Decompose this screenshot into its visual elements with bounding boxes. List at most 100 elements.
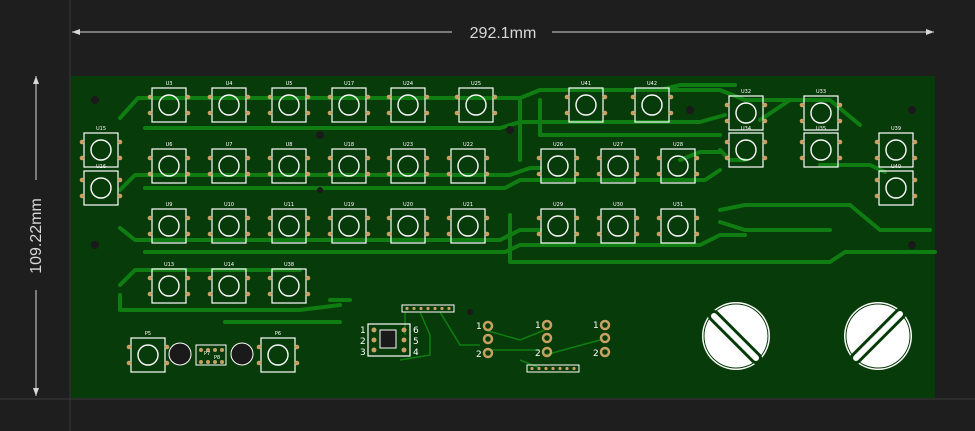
jumper-2-pin-1: 1 [535, 321, 541, 331]
switch-u8: U8 [267, 142, 311, 184]
switch-label: U19 [344, 202, 354, 208]
switch-u33: U33 [799, 89, 843, 131]
header-p7-p8: P7 P8 [195, 344, 227, 366]
dip-pin-3: 3 [360, 348, 366, 358]
switch-u40: U40 [874, 164, 918, 206]
switch-u22: U22 [446, 142, 490, 184]
pin-header-bottom [526, 364, 580, 373]
switch-u32: U32 [724, 89, 768, 131]
jumper-3-pin-2: 2 [593, 349, 599, 359]
switch-u17: U17 [327, 81, 371, 123]
jumper-1: 1 2 [476, 320, 494, 360]
switch-u23: U23 [386, 142, 430, 184]
switch-u6: U6 [147, 142, 191, 184]
mounting-circles [168, 342, 254, 366]
dip-pin-6: 6 [413, 326, 419, 336]
switch-u20: U20 [386, 202, 430, 244]
switch-u15: U15 [79, 126, 123, 168]
pin-header-top [401, 304, 455, 313]
switch-label: U27 [613, 142, 623, 148]
switch-u3: U3 [147, 81, 191, 123]
jumper-1-pin-1: 1 [476, 322, 482, 332]
switch-label: U30 [613, 202, 623, 208]
jumper-2: 1 2 [535, 319, 553, 359]
switch-label: U29 [553, 202, 563, 208]
switch-label: U40 [891, 164, 901, 170]
switch-u30: U30 [596, 202, 640, 244]
switch-label: U41 [581, 81, 591, 87]
switch-label: U34 [741, 126, 751, 132]
switch-u19: U19 [327, 202, 371, 244]
width-dimension: 292.1mm [72, 22, 934, 42]
switch-u35: U35 [799, 126, 843, 168]
switch-u25: U25 [454, 81, 498, 123]
jumper-3-pin-1: 1 [593, 321, 599, 331]
switch-p6: P6 [256, 331, 300, 373]
switch-u11: U11 [267, 202, 311, 244]
switch-u7: U7 [207, 142, 251, 184]
switch-u34: U34 [724, 126, 768, 168]
switch-label: U24 [403, 81, 413, 87]
switch-label: U22 [463, 142, 473, 148]
dip-block: 1 2 3 6 5 4 [360, 323, 419, 358]
switch-u13: U13 [147, 262, 191, 304]
switch-label: U11 [284, 202, 294, 208]
jumper-3: 1 2 [593, 319, 611, 359]
switch-u42: U42 [630, 81, 674, 123]
switch-u10: U10 [207, 202, 251, 244]
dip-pin-5: 5 [413, 337, 419, 347]
potentiometer-right [844, 302, 912, 370]
switch-u21: U21 [446, 202, 490, 244]
switch-p5: P5 [126, 331, 170, 373]
switch-label: U26 [553, 142, 563, 148]
switch-label: U35 [816, 126, 826, 132]
label-p8: P8 [214, 355, 220, 361]
dip-pin-4: 4 [413, 348, 419, 358]
jumper-2-pin-2: 2 [535, 349, 541, 359]
switch-label: U21 [463, 202, 473, 208]
switch-label: U28 [673, 142, 683, 148]
label-p7: P7 [204, 351, 210, 357]
switch-u28: U28 [656, 142, 700, 184]
switch-label: U33 [816, 89, 826, 95]
switch-label: U16 [96, 164, 106, 170]
switch-label: U25 [471, 81, 481, 87]
dip-pin-2: 2 [360, 337, 366, 347]
switch-u27: U27 [596, 142, 640, 184]
potentiometer-left [702, 302, 770, 370]
width-dimension-label: 292.1mm [470, 25, 537, 42]
switch-u5: U5 [267, 81, 311, 123]
switch-label: U20 [403, 202, 413, 208]
switch-label: U10 [224, 202, 234, 208]
switch-label: U14 [224, 262, 234, 268]
switch-u16: U16 [79, 164, 123, 206]
switch-u24: U24 [386, 81, 430, 123]
switch-label: U18 [344, 142, 354, 148]
height-dimension-label: 109.22mm [28, 198, 45, 274]
switch-label: P5 [145, 331, 151, 337]
copper-traces [118, 83, 937, 324]
switch-label: U42 [647, 81, 657, 87]
switch-label: P6 [275, 331, 281, 337]
switch-label: U17 [344, 81, 354, 87]
jumper-1-pin-2: 2 [476, 350, 482, 360]
switch-u29: U29 [536, 202, 580, 244]
switch-u31: U31 [656, 202, 700, 244]
switch-label: U8 [286, 142, 293, 148]
switch-label: U15 [96, 126, 106, 132]
switch-u18: U18 [327, 142, 371, 184]
switch-label: U7 [226, 142, 233, 148]
switch-label: U32 [741, 89, 751, 95]
height-dimension: 109.22mm [26, 76, 46, 396]
switch-label: U6 [166, 142, 173, 148]
switch-label: U4 [226, 81, 233, 87]
switch-label: U3 [166, 81, 173, 87]
dip-pin-1: 1 [360, 326, 366, 336]
switch-u39: U39 [874, 126, 918, 168]
switch-u9: U9 [147, 202, 191, 244]
switch-label: U9 [166, 202, 173, 208]
switch-u38: U38 [267, 262, 311, 304]
